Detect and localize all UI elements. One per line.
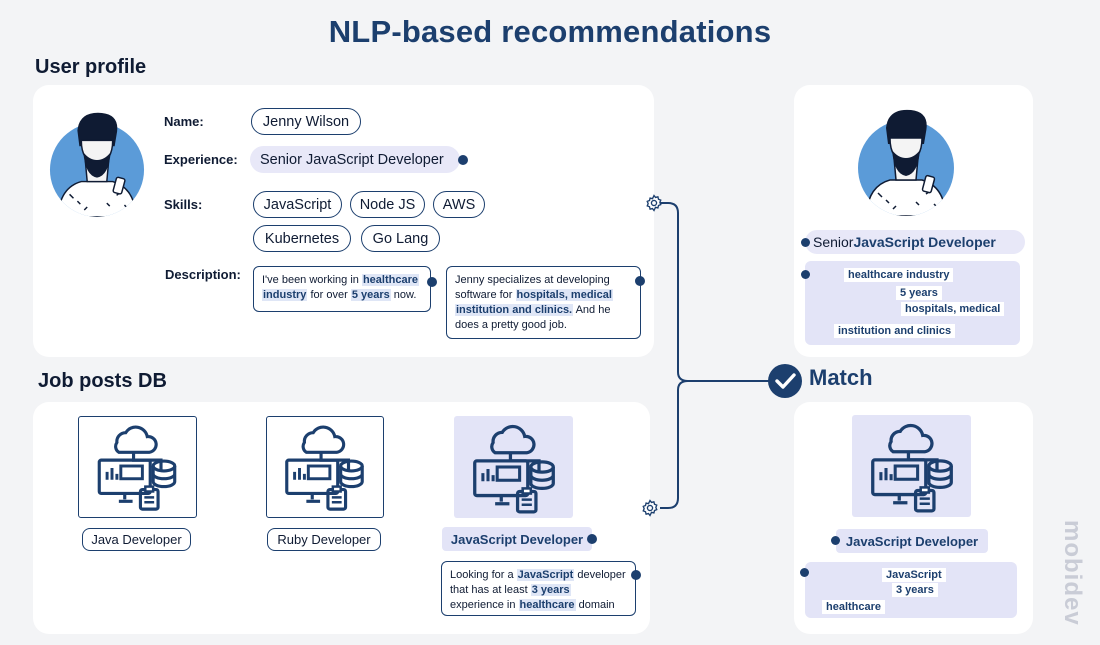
skill-pill: AWS	[433, 191, 485, 218]
skill-pill: Node JS	[350, 191, 425, 218]
experience-pill: Senior JavaScript Developer	[250, 146, 460, 173]
connector-dot	[587, 534, 597, 544]
person-avatar-icon	[48, 100, 146, 220]
connector-dot	[635, 276, 645, 286]
skill-pill: Kubernetes	[253, 225, 351, 252]
keyword: healthcare industry	[844, 268, 954, 282]
match-label: Match	[809, 365, 873, 390]
description-label: Description:	[165, 267, 241, 282]
connector-dot	[427, 277, 437, 287]
gear-icon	[645, 194, 663, 212]
experience-label: Experience:	[164, 152, 238, 167]
keyword: 5 years	[896, 286, 942, 300]
cloud-server-icon	[267, 417, 381, 515]
connector-dot	[800, 568, 809, 577]
matched-job-tile	[852, 415, 971, 517]
skills-label: Skills:	[164, 197, 203, 212]
job-tile-selected	[454, 416, 573, 518]
job-label: Ruby Developer	[267, 528, 381, 551]
job-description-box: Looking for a JavaScript developer that …	[441, 561, 636, 616]
skill-pill: Go Lang	[361, 225, 440, 252]
person-avatar-icon	[856, 98, 956, 218]
connector-dot	[831, 536, 840, 545]
cloud-server-icon	[852, 415, 971, 517]
job-tile	[78, 416, 197, 518]
job-posts-heading: Job posts DB	[38, 370, 167, 392]
page-title: NLP-based recommendations	[328, 14, 772, 49]
skill-pill: JavaScript	[253, 191, 342, 218]
brand-watermark: mobidev	[1059, 520, 1086, 626]
name-pill: Jenny Wilson	[251, 108, 361, 135]
gear-icon	[641, 499, 659, 517]
connector-dot	[458, 155, 468, 165]
job-label: Java Developer	[82, 528, 191, 551]
user-profile-heading: User profile	[35, 56, 147, 78]
connector-dot	[631, 570, 641, 580]
matched-experience: Senior JavaScript Developer	[805, 230, 1025, 254]
cloud-server-icon	[79, 417, 194, 515]
connector-dot	[801, 270, 810, 279]
job-tile	[266, 416, 384, 518]
check-circle-icon	[768, 364, 802, 398]
keyword: healthcare	[822, 600, 886, 614]
keyword: institution and clinics	[834, 324, 956, 338]
cloud-server-icon	[454, 416, 573, 518]
connector-dot	[801, 238, 810, 247]
matched-job-label: JavaScript Developer	[836, 529, 988, 553]
keyword: hospitals, medical	[901, 302, 1005, 316]
keyword: JavaScript	[882, 568, 946, 582]
description-box: Jenny specializes at developing software…	[446, 266, 641, 339]
keyword: 3 years	[892, 583, 938, 597]
description-box: I've been working in healthcare industry…	[253, 266, 431, 312]
job-label-selected: JavaScript Developer	[442, 527, 592, 551]
name-label: Name:	[164, 114, 204, 129]
